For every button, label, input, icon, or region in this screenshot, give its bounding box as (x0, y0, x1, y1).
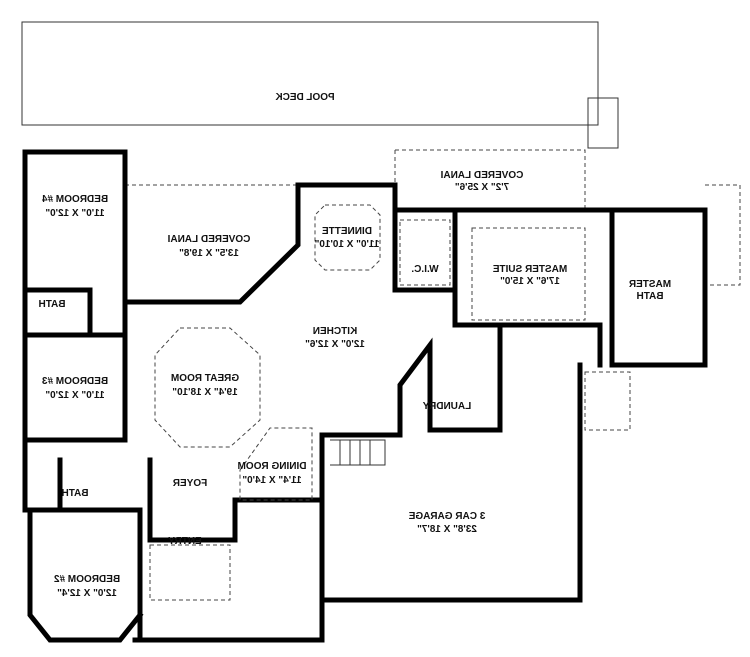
room-label: MASTER SUITE (492, 264, 567, 275)
room-size: 11'0" X 12'0" (45, 390, 105, 401)
room-size: 13'5" X 19'8" (179, 248, 239, 259)
room-size: 17'6" X 15'0" (500, 276, 560, 287)
room-label: DINING ROOM (238, 461, 307, 472)
room-label: BEDROOM #2 (54, 574, 121, 585)
room-size: 12'0" X 12'4" (57, 588, 117, 599)
room-size: 7'2" X 25'6" (455, 182, 510, 193)
room-label: GREAT ROOM (171, 373, 239, 384)
room-label: COVERED LANAI (440, 170, 523, 181)
room-size: 11'4" X 14'0" (242, 475, 302, 486)
room-label: LAUNDRY (422, 401, 471, 412)
room-size: 11'0" X 12'0" (45, 208, 105, 219)
room-label: KITCHEN (313, 326, 357, 337)
room-label: W.I.C. (411, 264, 438, 275)
room-size: 12'0" X 12'6" (305, 339, 365, 350)
room-label: POOL DECK (275, 92, 335, 103)
room-label: BEDROOM #3 (42, 376, 109, 387)
room-label: FOYER (172, 478, 207, 489)
room-label: COVERED LANAI (167, 234, 250, 245)
room-size: 19'4" X 18'10" (172, 387, 238, 398)
room-size: BATH (636, 291, 663, 302)
room-size: 11'0" X 10'10" (314, 239, 379, 250)
room-label: 3 CAR GARAGE (408, 511, 485, 522)
room-label: DINNETTE (322, 226, 372, 237)
room-label: MASTER (628, 279, 671, 290)
ceiling-outlines (149, 204, 631, 601)
stairs (330, 439, 386, 466)
pool-deck (21, 21, 619, 149)
room-label: ENTRY (168, 536, 202, 547)
room-label: BATH (61, 488, 88, 499)
room-labels: POOL DECK BEDROOM #4 11'0" X 12'0" COVERE… (38, 92, 671, 599)
room-label: BEDROOM #4 (42, 194, 109, 205)
lanai-outlines (125, 149, 741, 286)
room-label: BATH (38, 299, 65, 310)
room-size: 23'8" X 18'7" (417, 524, 477, 535)
